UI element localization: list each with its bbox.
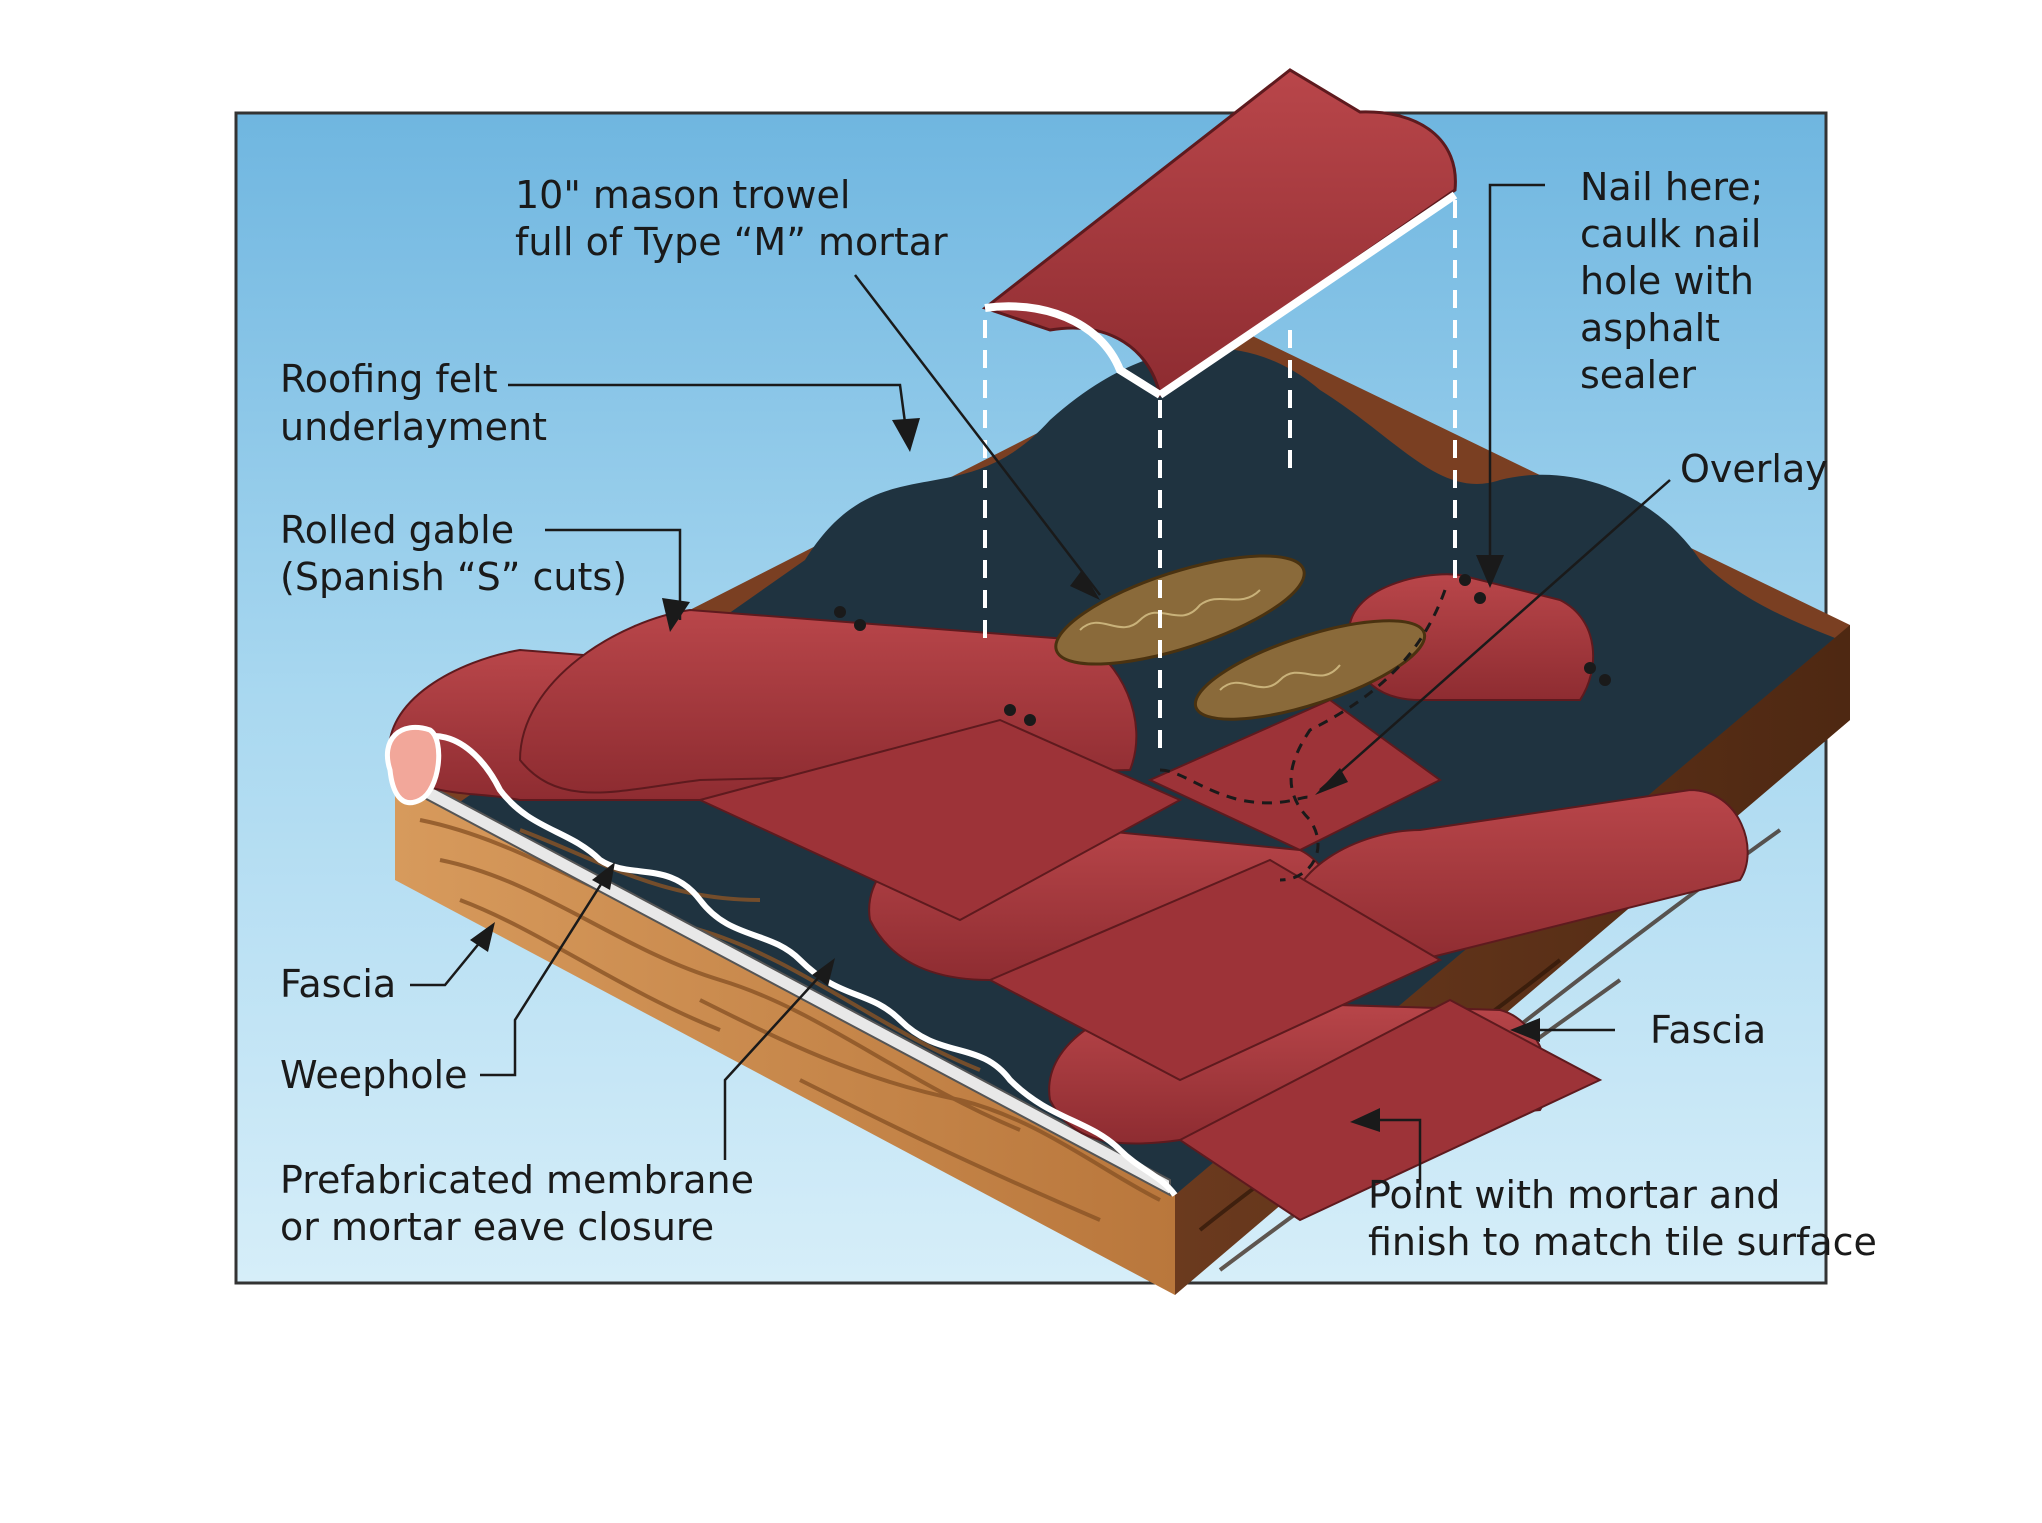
wood-grain [419, 818, 1161, 1222]
mortar-patch-2 [1193, 619, 1427, 721]
cap-tile-6 [1348, 573, 1595, 701]
label-closure-line2: or mortar eave closure [280, 1205, 714, 1249]
label-fascia-left: Fascia [280, 962, 396, 1006]
label-point-line1: Point with mortar and [1368, 1173, 1780, 1217]
mortar-patch-1 [1054, 554, 1306, 666]
label-nail-line4: asphalt [1580, 306, 1720, 350]
label-trowel-line1: 10" mason trowel [515, 173, 850, 217]
label-nail-line5: sealer [1580, 353, 1696, 397]
label-gable-line2: (Spanish “S” cuts) [280, 555, 627, 599]
label-gable-line1: Rolled gable [280, 508, 514, 552]
label-nail-line1: Nail here; [1580, 165, 1763, 209]
alignment-dashes [983, 200, 1457, 760]
tile-front-edge [392, 733, 1178, 1197]
rolled-gable-end [384, 724, 442, 806]
leader-lines [410, 183, 1671, 1190]
label-felt-line2: underlayment [280, 405, 547, 449]
label-nail-line3: hole with [1580, 259, 1754, 303]
label-point-line2: finish to match tile surface [1368, 1220, 1877, 1264]
label-nail-line2: caulk nail [1580, 212, 1761, 256]
label-fascia-right: Fascia [1650, 1008, 1766, 1052]
label-weephole: Weephole [280, 1053, 468, 1097]
pan-tiles [697, 698, 1603, 1222]
label-overlay: Overlay [1680, 447, 1828, 491]
label-felt-line1: Roofing felt [280, 357, 498, 401]
label-trowel-line2: full of Type “M” mortar [515, 220, 948, 264]
label-closure-line1: Prefabricated membrane [280, 1158, 754, 1202]
